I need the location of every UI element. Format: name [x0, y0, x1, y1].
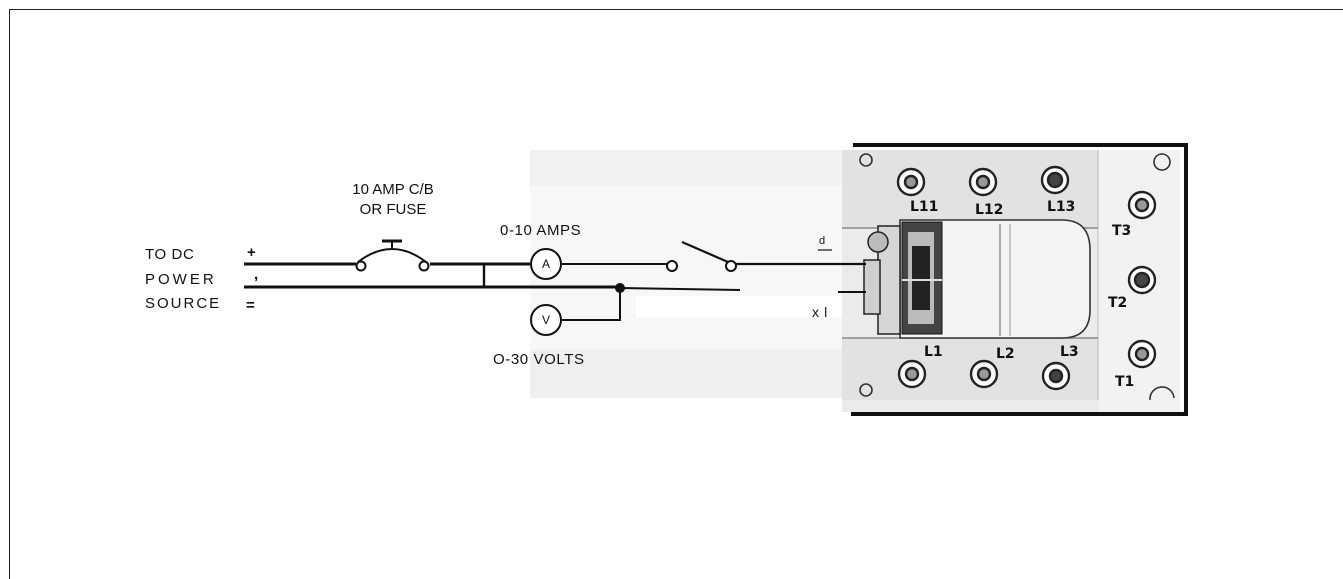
comma-mark: , [254, 266, 259, 283]
armature-slot [912, 246, 930, 310]
coil-body [899, 219, 1091, 339]
voltmeter-junction [615, 283, 625, 293]
negative-lead-2 [619, 287, 741, 291]
switch-blade [681, 240, 729, 264]
source-label-line3: SOURCE [145, 295, 222, 312]
breaker-contact-left [355, 260, 367, 272]
terminal-label-L1: L1 [924, 344, 943, 360]
terminal-label-L2: L2 [996, 346, 1015, 362]
figure-frame [9, 9, 1343, 579]
terminal-label-L3: L3 [1060, 344, 1079, 360]
voltmeter-label: O-30 VOLTS [493, 351, 585, 368]
switch-contact-right [725, 260, 737, 272]
minus-sign: = [246, 297, 255, 314]
terminal-screws [896, 165, 1157, 391]
ammeter-circle [530, 248, 562, 280]
terminal-label-L11: L11 [910, 199, 939, 215]
source-label-line1: TO DC [145, 246, 195, 263]
switch-contact-left [666, 260, 678, 272]
breaker-label-line1: 10 AMP C/B [352, 181, 434, 198]
terminal-label-L12: L12 [975, 202, 1004, 218]
terminal-label-L13: L13 [1047, 199, 1076, 215]
plunger-knob [867, 231, 889, 253]
photo-panel-bottom [530, 350, 846, 398]
terminal-label-T2: T2 [1108, 295, 1128, 311]
frame-bracket [851, 143, 1188, 416]
voltmeter-symbol: V [541, 313, 550, 327]
photo-panel-top [530, 150, 846, 186]
voltmeter-lead [561, 288, 621, 321]
ammeter-label: 0-10 AMPS [500, 222, 582, 239]
breaker-label-line2: OR FUSE [359, 201, 427, 218]
breaker-arc [357, 248, 427, 263]
panel-holes [859, 153, 1175, 401]
plunger [863, 259, 881, 315]
terminal-label-T1: T1 [1115, 374, 1135, 390]
terminal-label-T3: T3 [1112, 223, 1132, 239]
breaker-contact-right [418, 260, 430, 272]
ammeter-symbol: A [541, 257, 550, 271]
white-gap [636, 296, 842, 318]
mark-xl: x l [812, 304, 828, 320]
source-label-line2: POWER [145, 271, 217, 288]
plus-sign: + [247, 244, 256, 261]
wiring-diagram [244, 143, 1188, 416]
mark-d: d [819, 235, 826, 247]
